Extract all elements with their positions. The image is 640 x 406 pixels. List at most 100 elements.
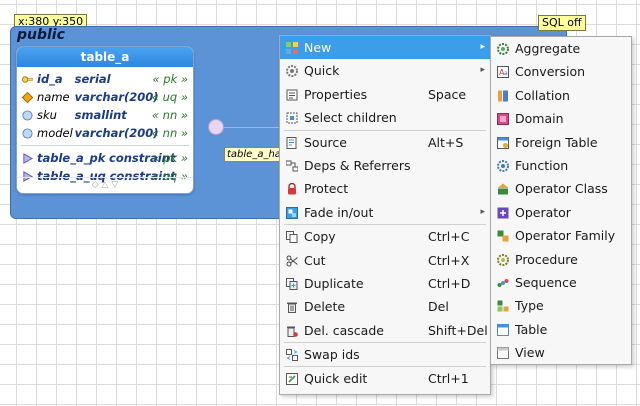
function-icon [497, 159, 509, 172]
submenu-item-procedure[interactable]: Procedure [491, 248, 631, 271]
submenu-item-operator-family[interactable]: Operator Family [491, 224, 631, 247]
menu-item-label: Deps & Referrers [304, 157, 411, 173]
menu-item-protect[interactable]: Protect [280, 177, 490, 200]
column-type: smallint [74, 108, 127, 122]
view-icon [497, 347, 509, 360]
menu-item-fade[interactable]: Fade in/out ▸ [280, 201, 490, 224]
column-name: id_a [37, 72, 63, 86]
column-row-id-a[interactable]: id_a serial « pk » [17, 70, 193, 88]
menu-item-label: Sequence [515, 274, 577, 290]
menu-item-shortcut: Ctrl+C [428, 229, 470, 245]
menu-item-label: Del. cascade [304, 322, 384, 338]
submenu-arrow-icon: ▸ [480, 42, 485, 52]
menu-item-cut[interactable]: Cut Ctrl+X [280, 249, 490, 272]
column-row-name[interactable]: name varchar(200) « uq » [17, 88, 193, 106]
constraint-row-uq[interactable]: table_a_uq constraint « uq » [17, 167, 193, 185]
submenu-item-collation[interactable]: Collation [491, 84, 631, 107]
relationship-point[interactable] [208, 119, 224, 135]
column-row-sku[interactable]: sku smallint « nn » [17, 106, 193, 124]
menu-item-label: Properties [304, 86, 368, 102]
properties-icon [286, 89, 298, 101]
menu-item-shortcut: Shift+Del [428, 322, 488, 338]
menu-item-source[interactable]: Source Alt+S [280, 131, 490, 154]
submenu-item-table[interactable]: Table [491, 318, 631, 341]
menu-item-duplicate[interactable]: Duplicate Ctrl+D [280, 272, 490, 295]
constraint-icon [23, 171, 33, 182]
menu-item-del-cascade[interactable]: Del. cascade Shift+Del [280, 319, 490, 342]
submenu-item-foreign-table[interactable]: Foreign Table [491, 131, 631, 154]
submenu-item-function[interactable]: Function [491, 154, 631, 177]
table-a-card[interactable]: table_a id_a serial « pk » name varchar(… [16, 46, 194, 194]
menu-item-shortcut: Del [428, 299, 449, 315]
submenu-item-type[interactable]: Type [491, 294, 631, 317]
column-icon [22, 128, 33, 139]
menu-item-shortcut: Ctrl+1 [428, 371, 469, 387]
menu-item-label: Swap ids [304, 347, 360, 363]
submenu-arrow-icon: ▸ [480, 206, 485, 217]
delete-cascade-icon [287, 326, 298, 337]
submenu-item-domain[interactable]: Domain [491, 107, 631, 130]
column-tag: « uq » [151, 90, 188, 104]
select-children-icon [286, 112, 298, 124]
gear-icon [286, 65, 298, 78]
menu-item-deps-referrers[interactable]: Deps & Referrers [280, 154, 490, 177]
constraint-row-pk[interactable]: table_a_pk constraint « pk » [17, 149, 193, 167]
submenu-item-operator[interactable]: Operator [491, 201, 631, 224]
menu-item-label: Operator Family [515, 228, 616, 244]
table-footer-toggles[interactable]: ◇ △ ▽ [17, 177, 193, 193]
menu-item-quick[interactable]: Quick ▸ [280, 59, 490, 82]
submenu-item-aggregate[interactable]: Aggregate [491, 37, 631, 60]
menu-item-label: Table [515, 321, 548, 337]
schema-name: public [17, 27, 65, 43]
menu-item-shortcut: Ctrl+D [428, 275, 471, 291]
menu-item-label: Protect [304, 181, 349, 197]
constraint-tag: « uq » [151, 169, 188, 183]
menu-item-label: Domain [515, 111, 564, 127]
menu-item-delete[interactable]: Delete Del [280, 295, 490, 318]
menu-item-copy[interactable]: Copy Ctrl+C [280, 225, 490, 248]
column-name: name [37, 90, 70, 104]
operator-icon [497, 207, 509, 219]
column-row-model[interactable]: model varchar(200) « nn » [17, 124, 193, 142]
fade-icon [286, 206, 298, 219]
constraint-tag: « pk » [152, 151, 188, 165]
unique-column-icon [22, 92, 33, 103]
aggregate-icon [497, 43, 509, 55]
table-title: table_a [17, 47, 193, 67]
constraint-type: constraint [109, 169, 176, 183]
menu-separator [284, 129, 486, 131]
column-name: model [37, 126, 73, 140]
column-tag: « nn » [151, 108, 188, 122]
menu-item-label: Function [515, 157, 569, 173]
submenu-item-operator-class[interactable]: Operator Class [491, 177, 631, 200]
sql-status-badge: SQL off [538, 15, 586, 31]
menu-item-label: Conversion [515, 64, 586, 80]
menu-item-new[interactable]: New ▸ [280, 36, 490, 60]
submenu-item-sequence[interactable]: Sequence [491, 271, 631, 294]
constraint-icon [23, 153, 33, 164]
menu-item-properties[interactable]: Properties Space [280, 83, 490, 106]
menu-item-label: Collation [515, 87, 570, 103]
domain-icon [497, 113, 509, 126]
trash-icon [287, 302, 297, 314]
menu-item-label: Operator [515, 204, 571, 220]
column-icon [22, 110, 33, 121]
menu-item-label: Quick edit [304, 371, 368, 387]
menu-item-label: Source [304, 134, 347, 150]
menu-item-label: New [304, 40, 332, 55]
lock-icon [288, 183, 296, 195]
menu-item-label: Quick [304, 63, 340, 79]
menu-item-select-children[interactable]: Select children [280, 106, 490, 129]
menu-item-label: Cut [304, 252, 326, 268]
menu-item-label: Duplicate [304, 275, 364, 291]
constraint-name: table_a_pk [37, 151, 106, 165]
submenu-item-view[interactable]: View [491, 341, 631, 364]
menu-item-quick-edit[interactable]: Quick edit Ctrl+1 [280, 367, 490, 390]
relationship-label[interactable]: table_a_has [224, 147, 282, 162]
menu-item-swap-ids[interactable]: Swap ids [280, 343, 490, 366]
collation-icon [498, 90, 508, 102]
constraint-name: table_a_uq [37, 169, 106, 183]
menu-item-label: Select children [304, 110, 397, 126]
